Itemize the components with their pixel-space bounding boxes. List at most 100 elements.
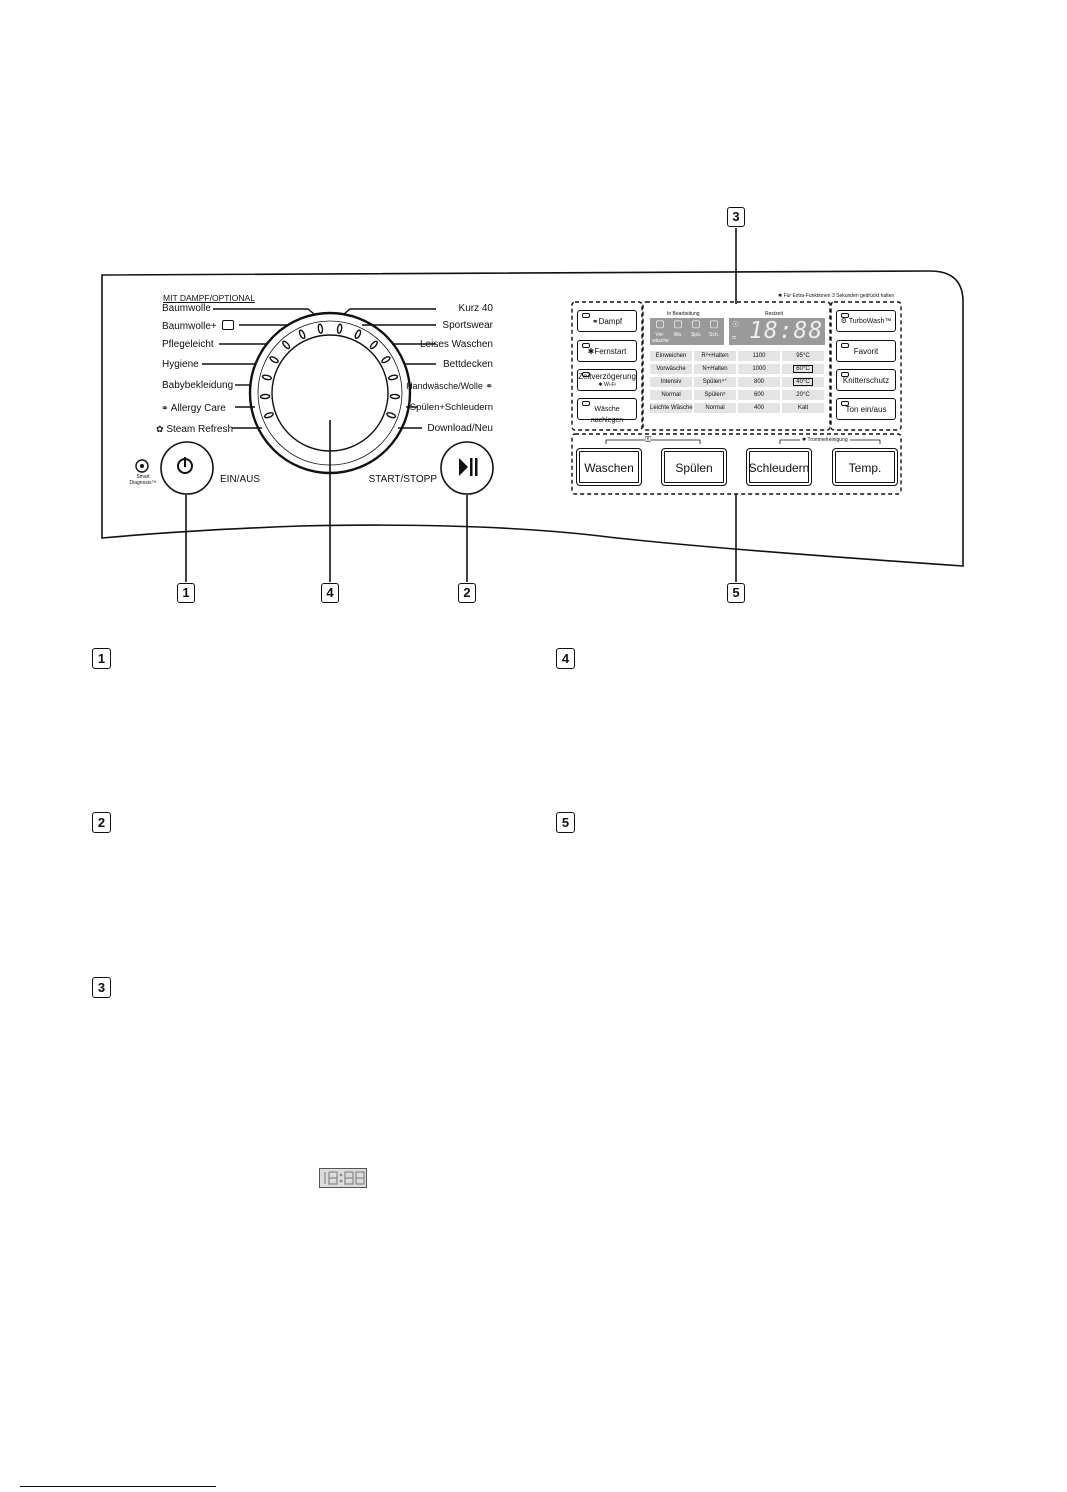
program-label: Steam Refresh <box>166 424 234 435</box>
shirt-icon: ▢ <box>691 319 701 330</box>
section-number-5: 5 <box>556 812 575 833</box>
dial-position-mark <box>389 393 401 400</box>
program-sportswear[interactable]: Sportswear <box>442 320 493 331</box>
stage-icons-panel: ▢ Vor-wäsche ▢ Wa. ▢ Spü. ▢ Sch. <box>650 318 724 345</box>
wifi-icon: ≈ <box>732 333 737 342</box>
program-handwaesche-wolle[interactable]: Handwäsche/Wolle ⚭ <box>406 380 493 392</box>
wifi-sublabel: ✱ Wi-Fi <box>598 382 616 388</box>
program-label: Baumwolle+ <box>162 321 217 332</box>
footnote-divider <box>20 1486 216 1487</box>
section-number-1: 1 <box>92 648 111 669</box>
program-label: Allergy Care <box>170 403 226 414</box>
program-download-neu[interactable]: Download/Neu <box>427 423 493 434</box>
option-cell: Normal <box>694 403 736 413</box>
star-icon: ✱ <box>587 347 595 356</box>
time-panel: ☉ ≈ 18:88 <box>729 318 825 345</box>
program-hygiene[interactable]: Hygiene <box>162 359 199 370</box>
section-number-3: 3 <box>92 977 111 998</box>
option-cell: Vorwäsche <box>650 364 692 374</box>
button-label: Ton ein/aus <box>845 405 887 414</box>
option-cell: 1100 <box>738 351 780 361</box>
option-value: 40°C <box>793 378 813 386</box>
program-leises-waschen[interactable]: Leises Waschen <box>420 339 493 350</box>
dial-position-mark <box>386 412 397 419</box>
callout-4: 4 <box>321 583 339 603</box>
option-cell: 800 <box>738 377 780 387</box>
program-kurz-40[interactable]: Kurz 40 <box>458 303 493 314</box>
status-display: In Bearbeitung Restzeit ▢ Vor-wäsche ▢ W… <box>647 305 827 427</box>
turbowash-button[interactable]: ⚙ TurboWash™ <box>836 310 896 332</box>
button-label: Zeitverzögerung <box>578 372 636 381</box>
button-label: Knitterschutz <box>842 376 890 385</box>
spuelen-button[interactable]: Spülen <box>661 448 727 486</box>
waschen-button[interactable]: Waschen <box>576 448 642 486</box>
program-spuelen-schleudern[interactable]: Spülen+Schleudern <box>409 402 493 413</box>
callout-2: 2 <box>458 583 476 603</box>
display-digits-icon <box>319 1168 367 1188</box>
program-babybekleidung[interactable]: Babybekleidung <box>162 380 234 391</box>
timer-icon <box>221 320 234 330</box>
option-cell: Intensiv <box>650 377 692 387</box>
dial-position-mark <box>261 374 272 381</box>
knitterschutz-button[interactable]: Knitterschutz <box>836 369 896 391</box>
drum-clean-label: Trommelreinigung <box>807 437 848 443</box>
option-cell: Kalt <box>782 403 824 413</box>
dial-position-mark <box>317 323 324 334</box>
remaining-label: Restzeit <box>765 311 784 317</box>
woolmark-icon: ⚭ <box>485 381 493 391</box>
steam-icon: ⚭ <box>161 403 169 413</box>
power-button[interactable] <box>161 442 213 494</box>
shirt-icon: ▢ <box>673 319 683 330</box>
smart-diagnosis-icon: Smart Diagnosis™ <box>126 474 160 486</box>
led-indicator <box>841 313 849 318</box>
program-baumwolle[interactable]: Baumwolle <box>162 303 211 314</box>
steam-icon: ⚭ <box>591 317 599 326</box>
power-label: EIN/AUS <box>220 474 261 485</box>
stage-label: Sch. <box>708 332 719 338</box>
led-indicator <box>841 343 849 348</box>
led-indicator <box>582 401 590 406</box>
option-cell: N+Halten <box>694 364 736 374</box>
zeitverzoegerung-button[interactable]: Zeitverzögerung ✱ Wi-Fi <box>577 369 637 391</box>
ton-button[interactable]: Ton ein/aus <box>836 398 896 420</box>
dial-position-mark <box>336 323 343 334</box>
option-cell: 1000 <box>738 364 780 374</box>
program-steam-refresh[interactable]: ✿ Steam Refresh <box>156 423 233 436</box>
option-cell: 60°C <box>782 364 824 374</box>
callout-1: 1 <box>177 583 195 603</box>
program-baumwolle-plus[interactable]: Baumwolle+ <box>162 320 234 333</box>
smart-label: Smart <box>136 474 150 480</box>
prewash-stage: ▢ Vor-wäsche <box>652 318 669 345</box>
stage-label: Spü. <box>690 332 702 338</box>
button-label: Fernstart <box>594 347 627 356</box>
star-icon: ✱ <box>778 293 783 299</box>
stage-label: Vor-wäsche <box>652 332 669 344</box>
dampf-button[interactable]: ⚭Dampf <box>577 310 637 332</box>
dial-position-mark <box>369 340 378 350</box>
fernstart-button[interactable]: ✱Fernstart <box>577 340 637 362</box>
option-cell: Normal <box>650 390 692 400</box>
dial-position-mark <box>263 412 274 419</box>
schleudern-button[interactable]: Schleudern <box>746 448 812 486</box>
program-label: Handwäsche/Wolle <box>406 381 483 391</box>
smart-label: Diagnosis™ <box>129 480 157 486</box>
start-stop-label: START/STOPP <box>368 474 437 485</box>
option-cell: 20°C <box>782 390 824 400</box>
program-bettdecken[interactable]: Bettdecken <box>442 359 493 370</box>
option-cell: Spülen⁴⁺ <box>694 377 736 387</box>
program-pflegeleicht[interactable]: Pflegeleicht <box>162 339 214 350</box>
start-stop-button[interactable] <box>441 442 493 494</box>
option-cell: Einweichen <box>650 351 692 361</box>
button-label: Dampf <box>598 317 623 326</box>
program-allergy-care[interactable]: ⚭ Allergy Care <box>161 402 226 415</box>
waesche-nachlegen-button[interactable]: Wäsche nachlegen <box>577 398 637 424</box>
dial-header: MIT DAMPF/OPTIONAL <box>163 293 255 303</box>
remaining-time: 18:88 <box>749 318 824 344</box>
led-indicator <box>582 313 590 318</box>
program-dial[interactable] <box>272 335 388 451</box>
wash-stage: ▢ Wa. <box>670 318 686 345</box>
favorit-button[interactable]: Favorit <box>836 340 896 362</box>
child-lock-icon: ⚿ <box>645 435 652 445</box>
temp-button[interactable]: Temp. <box>832 448 898 486</box>
